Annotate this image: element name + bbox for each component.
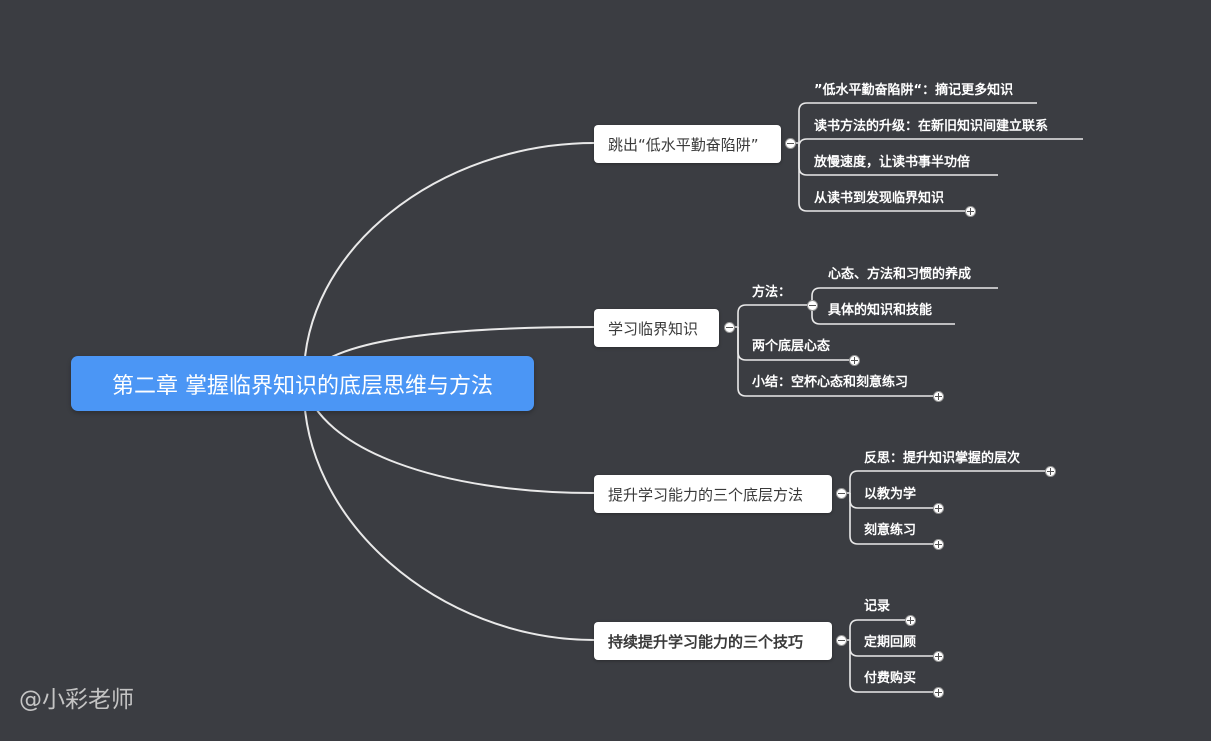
expand-toggle-icon[interactable] (933, 651, 944, 662)
expand-toggle-icon[interactable] (933, 503, 944, 514)
subtopic-deliberate-practice[interactable]: 刻意练习 (864, 523, 917, 538)
expand-toggle-icon[interactable] (933, 687, 944, 698)
subtopic-slow-reading[interactable]: 放慢速度，让读书事半功倍 (814, 155, 971, 170)
expand-toggle-icon[interactable] (849, 355, 860, 366)
branch-topic-three-methods[interactable]: 提升学习能力的三个底层方法 (594, 475, 832, 513)
subtopic-method[interactable]: 方法： (752, 285, 792, 300)
subtopic-trap-note[interactable]: ”低水平勤奋陷阱“：摘记更多知识 (814, 83, 1014, 98)
subtopic-review[interactable]: 定期回顾 (864, 635, 917, 650)
subtopic-record[interactable]: 记录 (864, 599, 891, 614)
root-topic[interactable]: 第二章 掌握临界知识的底层思维与方法 (71, 356, 534, 411)
subtopic-summary[interactable]: 小结：空杯心态和刻意练习 (752, 375, 909, 390)
collapse-toggle-icon[interactable] (724, 322, 735, 333)
expand-toggle-icon[interactable] (905, 615, 916, 626)
expand-toggle-icon[interactable] (1045, 466, 1056, 477)
subtopic-teach-to-learn[interactable]: 以教为学 (864, 487, 917, 502)
expand-toggle-icon[interactable] (933, 391, 944, 402)
collapse-toggle-icon[interactable] (836, 488, 847, 499)
branch-topic-learn-critical[interactable]: 学习临界知识 (594, 309, 719, 347)
subtopic-discover-critical[interactable]: 从读书到发现临界知识 (814, 191, 945, 206)
subtopic-reading-upgrade[interactable]: 读书方法的升级：在新旧知识间建立联系 (814, 119, 1049, 134)
subtopic-knowledge-skills[interactable]: 具体的知识和技能 (828, 303, 933, 318)
collapse-toggle-icon[interactable] (785, 138, 796, 149)
collapse-toggle-icon[interactable] (807, 300, 818, 311)
expand-toggle-icon[interactable] (933, 539, 944, 550)
subtopic-mindset-habits[interactable]: 心态、方法和习惯的养成 (828, 267, 972, 282)
subtopic-paid-purchase[interactable]: 付费购买 (864, 671, 917, 686)
collapse-toggle-icon[interactable] (836, 635, 847, 646)
branch-topic-three-tips[interactable]: 持续提升学习能力的三个技巧 (594, 622, 832, 660)
subtopic-reflection[interactable]: 反思：提升知识掌握的层次 (864, 451, 1021, 466)
expand-toggle-icon[interactable] (965, 206, 976, 217)
branch-topic-escape-trap[interactable]: 跳出“低水平勤奋陷阱” (594, 125, 781, 163)
author-watermark: @小彩老师 (19, 687, 134, 713)
subtopic-two-mindsets[interactable]: 两个底层心态 (752, 339, 831, 354)
